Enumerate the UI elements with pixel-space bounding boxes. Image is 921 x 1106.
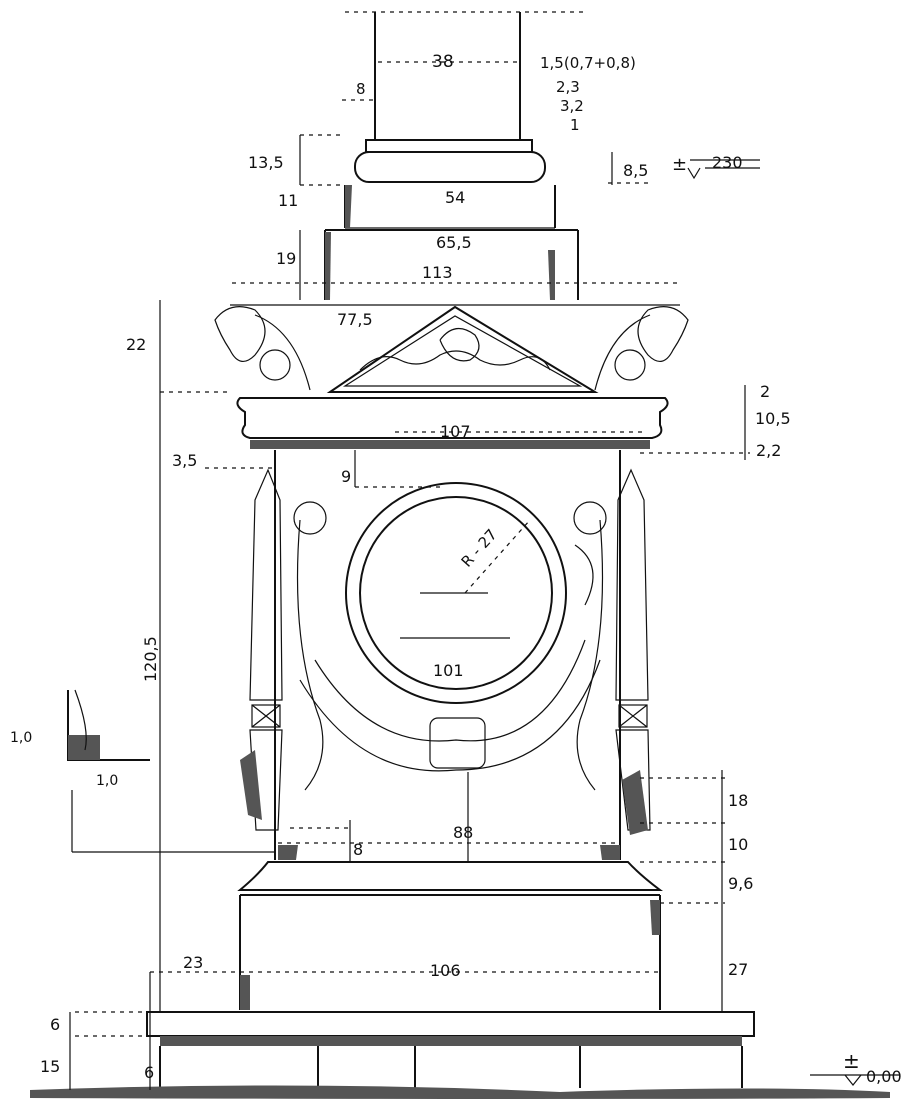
dim-2-2: 2,2 [756,441,781,460]
dim-230: 230 [712,153,743,172]
dim-22: 22 [126,335,146,354]
profile-detail-inset [67,689,275,853]
dim-9: 9 [341,467,351,486]
dim-3-2: 3,2 [560,97,584,115]
dim-101: 101 [433,661,464,680]
detail-dim-1-0-a: 1,0 [10,730,32,746]
dim-88: 88 [453,823,473,842]
dimension-labels: 38 1,5(0,7+0,8) 2,3 3,2 1 8 13,5 8,5 ± 2… [10,52,902,1086]
dim-15: 15 [40,1057,60,1076]
dim-38: 38 [432,52,454,72]
dim-54: 54 [445,188,465,207]
dim-18: 18 [728,791,748,810]
dim-65-5: 65,5 [436,233,472,252]
plinth-group [30,861,890,1099]
dim-r27: R - 27 [458,526,501,571]
dim-107: 107 [440,422,471,441]
dim-1-top: 1 [570,116,580,134]
column-base-group [324,11,585,300]
dim-2-right: 2 [760,382,770,401]
dim-8-top: 8 [356,80,366,98]
capital-group [214,304,689,449]
dim-77-5: 77,5 [337,310,373,329]
dim-10-5: 10,5 [755,409,791,428]
dim-1-5: 1,5(0,7+0,8) [540,54,636,72]
dimension-lines [69,61,900,1090]
dim-23: 23 [183,953,203,972]
dim-120-5: 120,5 [141,636,160,682]
dim-13-5: 13,5 [248,153,284,172]
dim-27: 27 [728,960,748,979]
ground-level-value: 0,00 [866,1067,902,1086]
dim-6-bot: 6 [144,1063,154,1082]
dim-106: 106 [430,961,461,980]
dim-6-top: 6 [50,1015,60,1034]
detail-dim-1-0-b: 1,0 [96,773,118,789]
dim-19: 19 [276,249,296,268]
level-marker-plus: ± [672,154,687,175]
dim-11: 11 [278,191,298,210]
dim-8-low: 8 [353,840,363,859]
ground-level-plus: ± [843,1049,860,1073]
dim-3-5: 3,5 [172,451,197,470]
drum-body-group [240,450,651,860]
dim-2-3: 2,3 [556,78,580,96]
dim-113: 113 [422,263,453,282]
dim-8-5: 8,5 [623,161,648,180]
dim-9-6: 9,6 [728,874,753,893]
dim-10-low: 10 [728,835,748,854]
